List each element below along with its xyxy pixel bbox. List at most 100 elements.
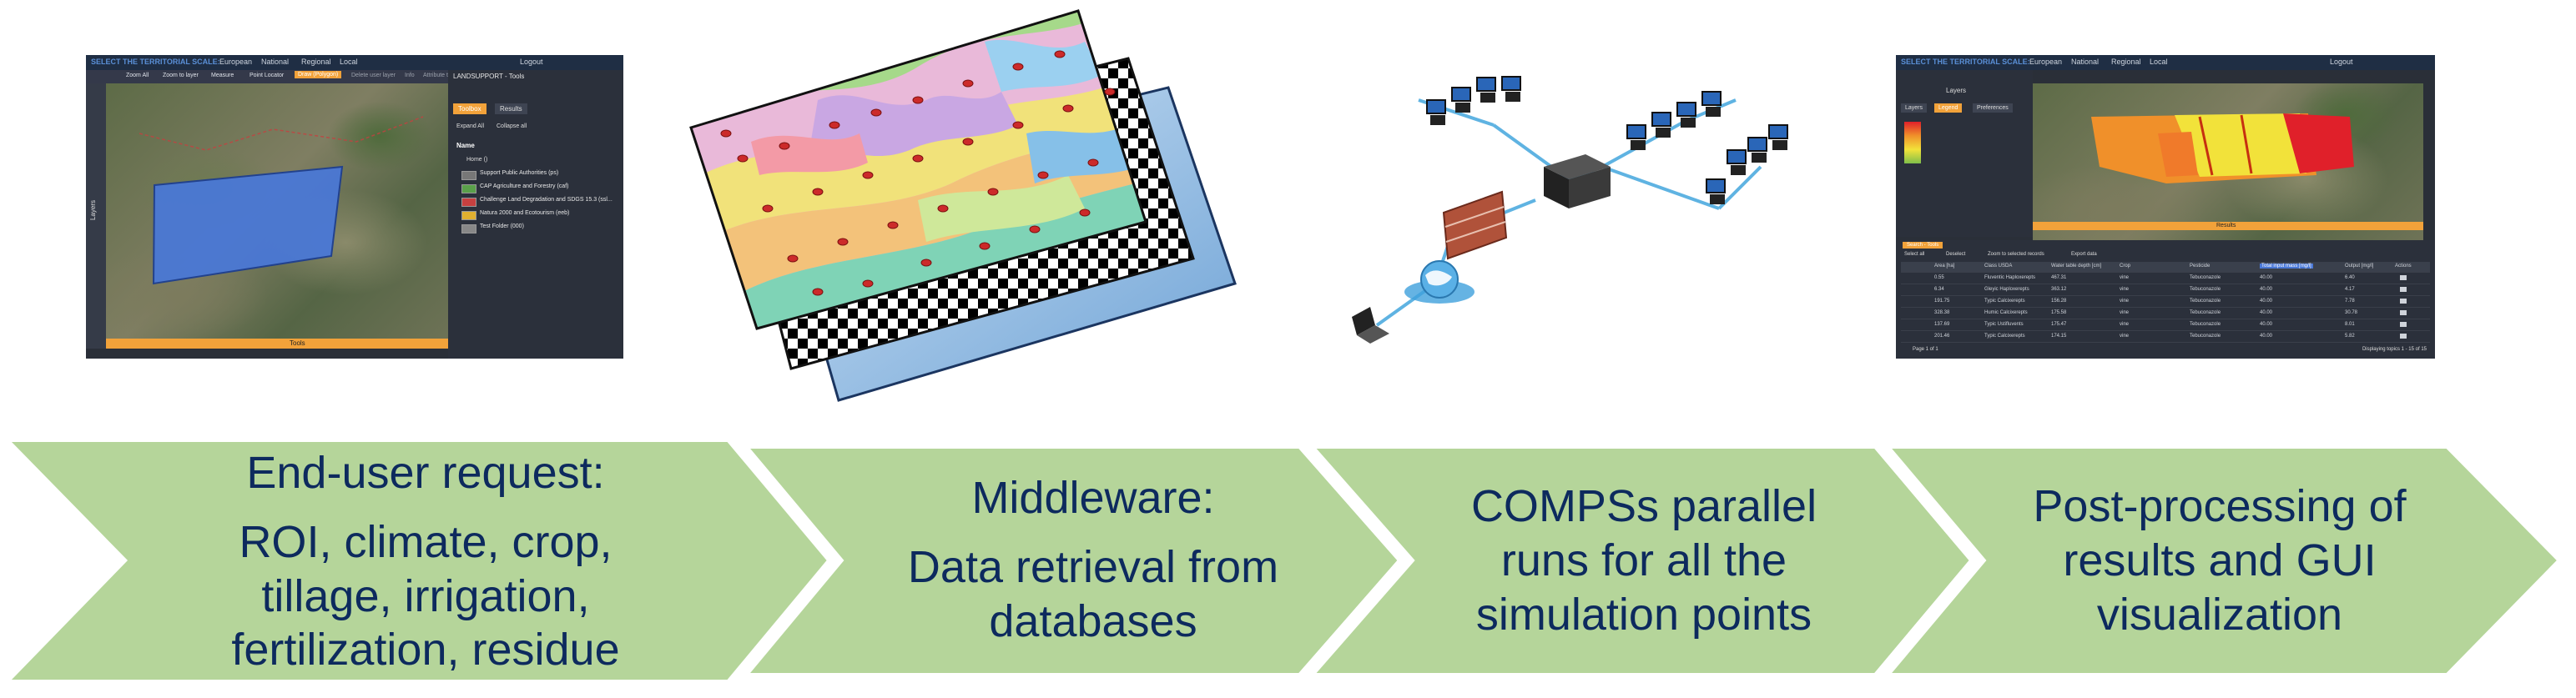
row-action-icon[interactable] <box>2400 287 2407 292</box>
zoom-selected-button[interactable]: Zoom to selected records <box>1988 252 2044 257</box>
scale-option-regional[interactable]: Regional <box>301 58 331 66</box>
results-table-panel: Search - Tools Select all Deselect Zoom … <box>1896 240 2435 359</box>
globe-icon <box>1404 260 1475 304</box>
tab-legend[interactable]: Legend <box>1934 103 1963 113</box>
tab-results[interactable]: Results <box>495 103 527 114</box>
column-header[interactable]: Output [mg/l] <box>2345 264 2374 269</box>
step-4-line: Post-processing of <box>2033 481 2407 531</box>
scale-option-european-2[interactable]: European <box>2029 58 2063 66</box>
column-header[interactable]: Class USDA <box>1984 264 2013 269</box>
row-action-icon[interactable] <box>2400 299 2407 304</box>
step-2-line: Data retrieval from <box>907 541 1279 592</box>
tab-toolbox[interactable]: Toolbox <box>453 103 486 114</box>
column-header[interactable]: Actions <box>2395 264 2412 269</box>
table-cell: 191.75 <box>1934 299 1950 304</box>
table-cell: 363.12 <box>2051 287 2067 292</box>
scale-option-local[interactable]: Local <box>340 58 358 66</box>
table-cell: Tebuconazole <box>2190 299 2221 304</box>
tool-delete-layer[interactable]: Delete user layer <box>351 73 396 78</box>
column-header[interactable]: Pesticide <box>2190 264 2211 269</box>
table-cell: vine <box>2120 310 2130 315</box>
tool-draw-polygon[interactable]: Draw (Polygon) <box>295 71 342 78</box>
row-action-icon[interactable] <box>2400 310 2407 315</box>
tab-layers[interactable]: Layers <box>1901 103 1928 113</box>
results-bar[interactable]: Results <box>2033 222 2423 230</box>
server-icon <box>1544 154 1611 208</box>
tool-zoom-layer[interactable]: Zoom to layer <box>163 73 199 78</box>
export-data-button[interactable]: Export data <box>2071 252 2097 257</box>
tools-bottom-bar[interactable]: Tools <box>106 339 448 349</box>
roi-polygon <box>152 165 344 285</box>
scale-option-national-2[interactable]: National <box>2071 58 2100 66</box>
tab-preferences[interactable]: Preferences <box>1973 103 2013 113</box>
step-1-text: End-user request: ROI, climate, crop, ti… <box>125 446 726 677</box>
results-map[interactable] <box>2033 83 2423 242</box>
table-cell: Typic Calcixerepts <box>1984 299 2025 304</box>
table-cell: 175.58 <box>2051 310 2067 315</box>
results-overlay <box>2091 113 2354 183</box>
table-cell: 328.38 <box>1934 310 1950 315</box>
table-cell: 40.00 <box>2260 322 2273 327</box>
layers-strip[interactable]: Layers <box>86 83 106 349</box>
column-header[interactable]: Total input mass [mg/l] <box>2260 264 2313 269</box>
scale-option-local-2[interactable]: Local <box>2150 58 2168 66</box>
tree-item-2[interactable]: Challenge Land Degradation and SDGS 15.3… <box>461 197 618 207</box>
folder-icon <box>461 211 476 220</box>
arrow-step-4 <box>1863 435 2576 686</box>
satellite-map[interactable] <box>106 83 448 349</box>
column-header[interactable]: Water table depth [cm] <box>2051 264 2102 269</box>
tree-item-label: Challenge Land Degradation and SDGS 15.3… <box>480 197 612 203</box>
scale-option-national[interactable]: National <box>261 58 290 66</box>
row-action-icon[interactable] <box>2400 322 2407 327</box>
screenshot-results-gui: SELECT THE TERRITORIAL SCALE: European N… <box>1896 55 2435 359</box>
deselect-button[interactable]: Deselect <box>1946 252 1966 257</box>
table-cell: Tebuconazole <box>2190 310 2221 315</box>
step-1-line: fertilization, residue <box>231 625 620 675</box>
row-action-icon[interactable] <box>2400 334 2407 339</box>
tool-zoom-all[interactable]: Zoom All <box>126 73 149 78</box>
tree-item-1[interactable]: CAP Agriculture and Forestry (caf) <box>461 183 618 193</box>
tree-item-3[interactable]: Natura 2000 and Ecotourism (eeb) <box>461 210 618 220</box>
table-cell: 467.31 <box>2051 275 2067 280</box>
column-header[interactable]: Area [ha] <box>1934 264 1955 269</box>
logout-link-2[interactable]: Logout <box>2330 58 2353 66</box>
tool-point-locator[interactable]: Point Locator <box>250 73 285 78</box>
tree-root[interactable]: Home () <box>466 157 488 163</box>
step-3-line: COMPSs parallel <box>1470 481 1817 531</box>
step-2-text: Middleware: Data retrieval from database… <box>834 471 1352 648</box>
table-cell: 174.15 <box>2051 334 2067 339</box>
tree-header: Name <box>456 142 475 149</box>
column-header[interactable]: Crop <box>2120 264 2131 269</box>
table-cell: Tebuconazole <box>2190 334 2221 339</box>
step-4-line: visualization <box>2096 589 2343 640</box>
scale-option-european[interactable]: European <box>219 58 253 66</box>
table-cell: 8.01 <box>2345 322 2355 327</box>
results-tab[interactable]: Search - Tools <box>1903 242 1943 249</box>
tool-info[interactable]: Info <box>405 73 415 78</box>
expand-all-button[interactable]: Expand All <box>456 123 485 129</box>
table-cell: 201.46 <box>1934 334 1950 339</box>
tool-attribute-table[interactable]: Attribute table <box>423 73 460 78</box>
tree-item-0[interactable]: Support Public Authorities (ps) <box>461 170 618 180</box>
left-layers-panel: Layers Layers Legend Preferences <box>1896 70 2033 237</box>
display-info: Displaying topics 1 - 15 of 15 <box>2362 347 2427 352</box>
scale-option-regional-2[interactable]: Regional <box>2111 58 2141 66</box>
table-cell: 5.82 <box>2345 334 2355 339</box>
collapse-all-button[interactable]: Collapse all <box>497 123 527 129</box>
tree-item-4[interactable]: Test Folder (000) <box>461 223 618 234</box>
step-1-heading: End-user request: <box>246 448 605 498</box>
pager[interactable]: Page 1 of 1 <box>1913 347 1938 352</box>
select-all-button[interactable]: Select all <box>1904 252 1925 257</box>
logout-link[interactable]: Logout <box>520 58 543 66</box>
tool-measure[interactable]: Measure <box>211 73 234 78</box>
table-cell: 156.28 <box>2051 299 2067 304</box>
row-action-icon[interactable] <box>2400 275 2407 280</box>
results-label: Results <box>2216 223 2236 228</box>
folder-icon <box>461 224 476 234</box>
